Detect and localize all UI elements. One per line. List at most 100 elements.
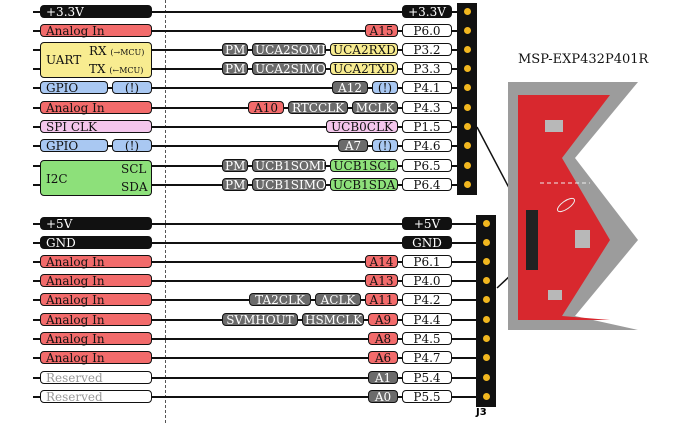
pin-label: +5V: [402, 217, 452, 231]
board-title: MSP-EXP432P401R: [518, 52, 649, 67]
header-pin-dot: [464, 27, 471, 34]
pin-trace: [33, 145, 460, 147]
top-header-strip: [457, 3, 477, 195]
function-label: SPI CLK: [40, 120, 152, 134]
signal-chip: UCA2SOMI: [252, 43, 326, 57]
function-label: GPIO: [40, 81, 108, 95]
pin-trace: [33, 396, 480, 398]
uart-tx-label: TX (←MCU): [89, 62, 144, 76]
function-label: Analog In: [40, 274, 152, 288]
function-label: Analog In: [40, 313, 152, 327]
pin-label: P4.2: [402, 293, 452, 307]
signal-chip: A1: [368, 371, 398, 385]
header-pin-dot: [464, 65, 471, 72]
pin-trace: [33, 87, 460, 89]
uart-block: UART RX (→MCU) TX (←MCU): [40, 42, 152, 78]
header-pin-dot: [464, 123, 471, 130]
pin-trace: [33, 107, 460, 109]
signal-chip: TA2CLK: [249, 293, 311, 307]
signal-chip: A12: [332, 81, 368, 95]
header-pin-dot: [483, 220, 490, 227]
j3-header-strip: [476, 215, 496, 407]
signal-chip: A9: [368, 313, 398, 327]
board-chip-c: [548, 290, 562, 300]
signal-chip: A8: [368, 332, 398, 346]
pin-label: P3.2: [402, 43, 452, 57]
signal-chip: A6: [368, 351, 398, 365]
signal-chip: UCB1SIMO: [252, 178, 326, 192]
divider-line: [165, 0, 166, 423]
signal-chip: PM: [222, 43, 248, 57]
header-pin-dot: [464, 104, 471, 111]
signal-chip: UCB0CLK: [326, 120, 398, 134]
board-logo: [556, 197, 576, 213]
pin-trace: [33, 377, 480, 379]
uart-rx-label: RX (→MCU): [89, 44, 145, 58]
signal-chip: A14: [365, 255, 398, 269]
i2c-label: I2C: [46, 172, 68, 186]
signal-chip: UCA2SIMO: [252, 62, 326, 76]
pin-trace: [33, 11, 460, 13]
pin-trace: [33, 30, 460, 32]
pin-label: P3.3: [402, 62, 452, 76]
pin-label: P4.6: [402, 139, 452, 153]
header-pin-dot: [483, 354, 490, 361]
pin-trace: [33, 223, 480, 225]
function-label: Analog In: [40, 351, 152, 365]
signal-chip: A10: [248, 101, 284, 115]
uart-label: UART: [46, 53, 82, 67]
header-pin-dot: [464, 142, 471, 149]
header-pin-dot: [464, 8, 471, 15]
function-label: +3.3V: [40, 5, 152, 19]
signal-chip: UCB1SCL: [330, 159, 398, 173]
signal-chip: PM: [222, 159, 248, 173]
function-label: GND: [40, 236, 152, 250]
function-label: GPIO: [40, 139, 108, 153]
gpio-warning-badge: (!): [112, 139, 152, 153]
pin-label: P4.4: [402, 313, 452, 327]
signal-chip: (!): [372, 81, 398, 95]
pin-trace: [33, 261, 480, 263]
signal-chip: ACLK: [315, 293, 361, 307]
signal-chip: UCA2TXD: [330, 62, 398, 76]
function-label: Analog In: [40, 293, 152, 307]
signal-chip: A7: [338, 139, 368, 153]
header-pin-dot: [483, 335, 490, 342]
header-pin-dot: [483, 374, 490, 381]
pin-label: P4.5: [402, 332, 452, 346]
function-label: Reserved: [40, 371, 152, 385]
i2c-scl-label: SCL: [121, 162, 147, 176]
header-pin-dot: [483, 258, 490, 265]
signal-chip: MCLK: [352, 101, 398, 115]
signal-chip: A11: [365, 293, 398, 307]
function-label: Analog In: [40, 24, 152, 38]
signal-chip: PM: [222, 178, 248, 192]
header-pin-dot: [464, 162, 471, 169]
gpio-warning-badge: (!): [112, 81, 152, 95]
pin-label: P4.3: [402, 101, 452, 115]
pin-label: P5.4: [402, 371, 452, 385]
pin-label: P4.0: [402, 274, 452, 288]
header-pin-dot: [483, 239, 490, 246]
header-pin-dot: [483, 316, 490, 323]
function-label: Analog In: [40, 101, 152, 115]
pin-label: P4.7: [402, 351, 452, 365]
signal-chip: SVMHOUT: [222, 313, 298, 327]
i2c-sda-label: SDA: [121, 180, 148, 194]
signal-chip: RTCCLK: [288, 101, 348, 115]
pin-label: P6.5: [402, 159, 452, 173]
pin-label: P4.1: [402, 81, 452, 95]
board-connector: [526, 210, 538, 270]
pin-trace: [33, 357, 480, 359]
header-pin-dot: [464, 84, 471, 91]
function-label: Analog In: [40, 255, 152, 269]
signal-chip: A0: [368, 390, 398, 404]
signal-chip: A13: [365, 274, 398, 288]
header-pin-dot: [464, 181, 471, 188]
signal-chip: UCB1SOMI: [252, 159, 326, 173]
function-label: +5V: [40, 217, 152, 231]
pin-trace: [33, 242, 480, 244]
board-chip-b: [575, 230, 590, 248]
signal-chip: PM: [222, 62, 248, 76]
